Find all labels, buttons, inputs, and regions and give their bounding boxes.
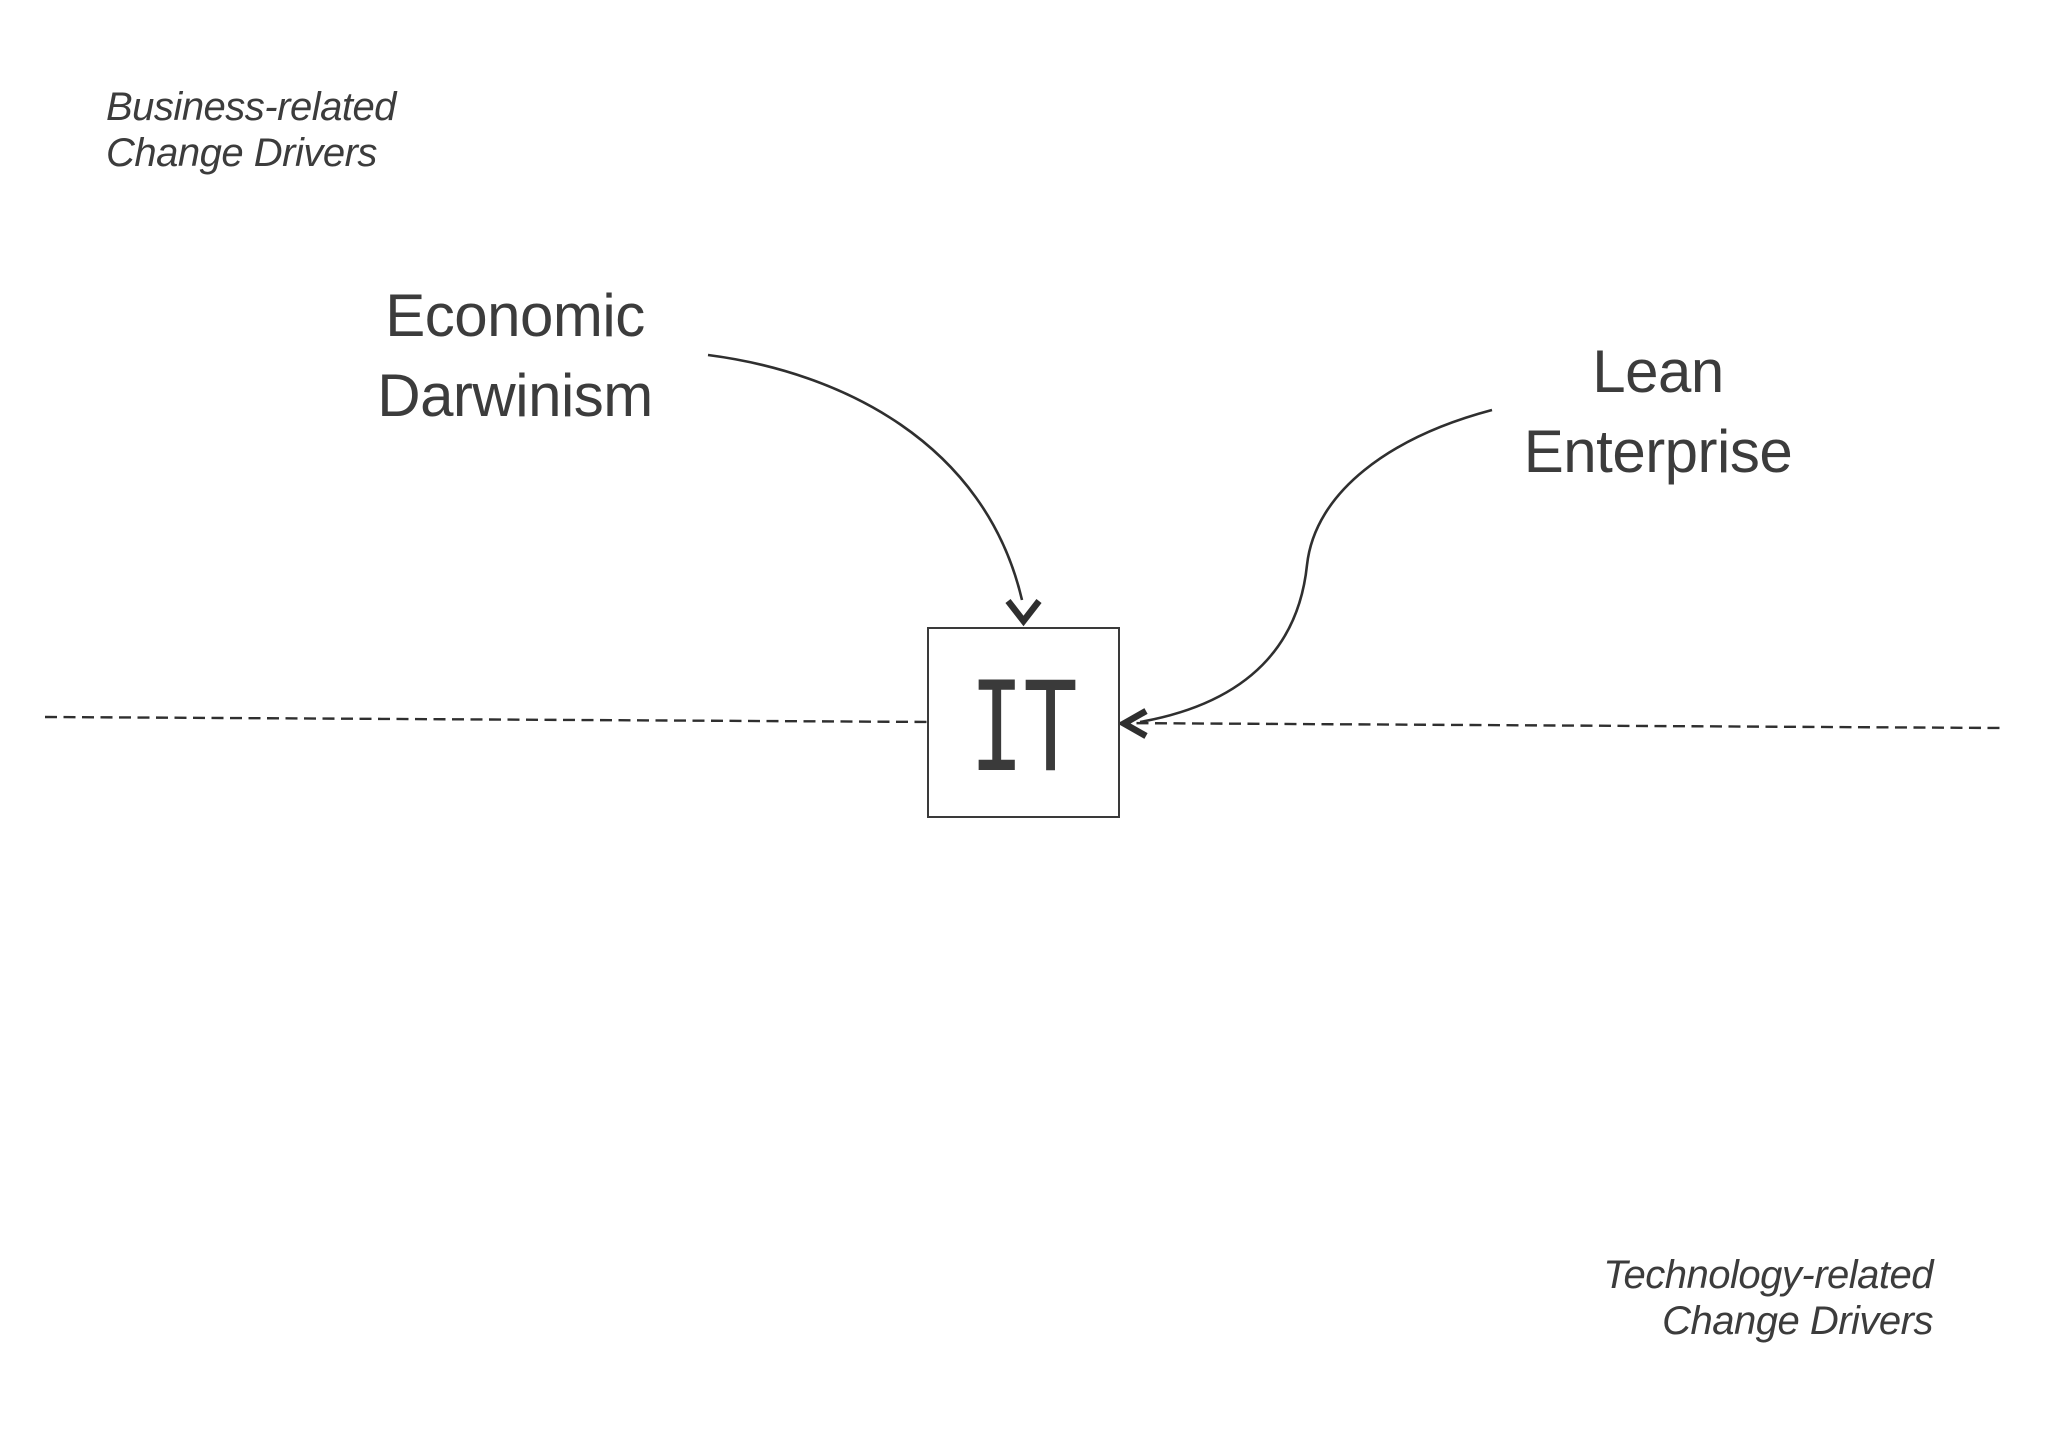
economic-darwinism-line2: Darwinism xyxy=(377,362,653,429)
it-box-label: IT xyxy=(969,655,1078,800)
technology-change-drivers-label: Technology-related Change Drivers xyxy=(1333,1252,1933,1344)
technology-change-drivers-line2: Change Drivers xyxy=(1662,1299,1933,1343)
lean-enterprise-arrow xyxy=(1117,408,1493,739)
lean-enterprise-label: Lean Enterprise xyxy=(1438,332,1878,492)
business-change-drivers-line1: Business-related xyxy=(106,85,396,129)
economic-darwinism-line1: Economic xyxy=(385,282,645,349)
lean-enterprise-line2: Enterprise xyxy=(1523,418,1793,485)
economic-darwinism-arrow xyxy=(707,353,1042,627)
arrowhead-left-icon xyxy=(1117,708,1148,739)
economic-darwinism-label: Economic Darwinism xyxy=(295,276,735,436)
business-technology-divider-line xyxy=(44,715,2003,730)
lean-enterprise-line1: Lean xyxy=(1592,338,1724,405)
business-change-drivers-label: Business-related Change Drivers xyxy=(106,84,396,176)
business-change-drivers-line2: Change Drivers xyxy=(106,131,377,175)
arrowhead-down-icon xyxy=(1005,599,1042,627)
economic-darwinism-arrow-curve xyxy=(707,353,1024,601)
it-box: IT xyxy=(927,627,1120,818)
technology-change-drivers-line1: Technology-related xyxy=(1603,1253,1933,1297)
lean-enterprise-arrow-curve xyxy=(1139,408,1493,724)
